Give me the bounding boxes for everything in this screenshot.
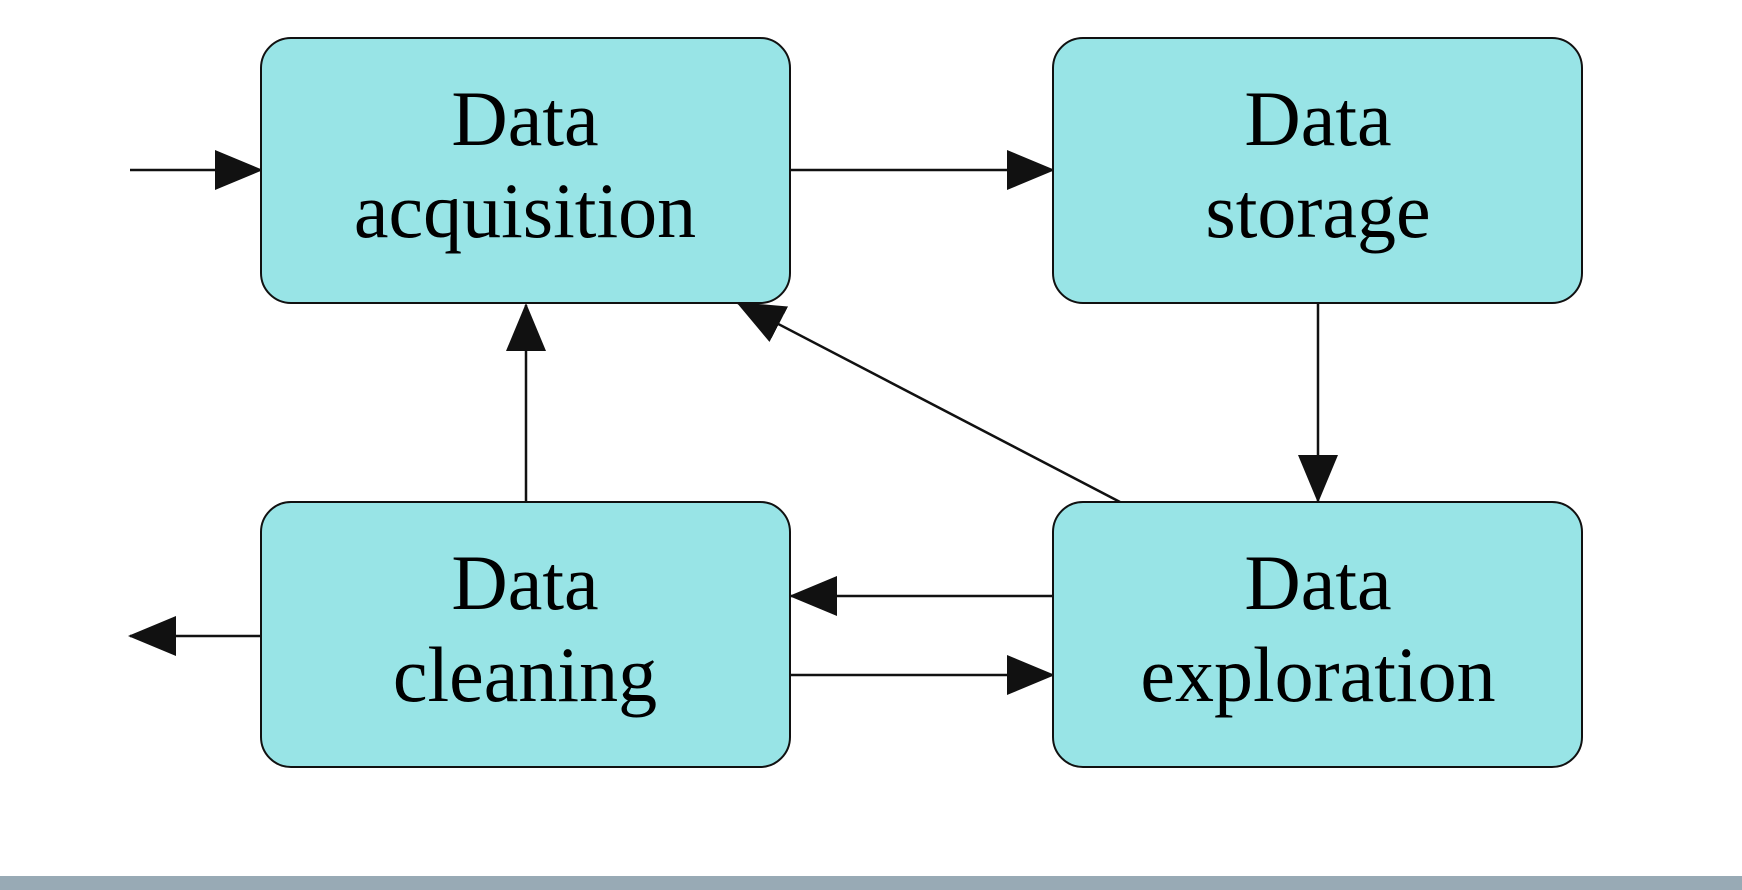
node-data-storage: Data storage (1052, 37, 1583, 304)
node-label-line1: Data (1244, 539, 1391, 626)
node-box (1052, 501, 1583, 768)
node-label-line2: acquisition (354, 167, 696, 254)
node-data-cleaning: Data cleaning (260, 501, 791, 768)
node-label-line1: Data (451, 539, 598, 626)
node-label-line1: Data (1244, 75, 1391, 162)
node-label-line2: exploration (1140, 631, 1495, 718)
node-box (1052, 37, 1583, 304)
node-label-line1: Data (451, 75, 598, 162)
node-box (260, 501, 791, 768)
footer-bar (0, 876, 1742, 890)
node-box (260, 37, 791, 304)
node-data-acquisition: Data acquisition (260, 37, 791, 304)
node-label-line2: cleaning (393, 631, 657, 718)
node-label-line2: storage (1205, 167, 1430, 254)
edge-exploration-to-acquisition (736, 301, 1121, 504)
node-data-exploration: Data exploration (1052, 501, 1583, 768)
